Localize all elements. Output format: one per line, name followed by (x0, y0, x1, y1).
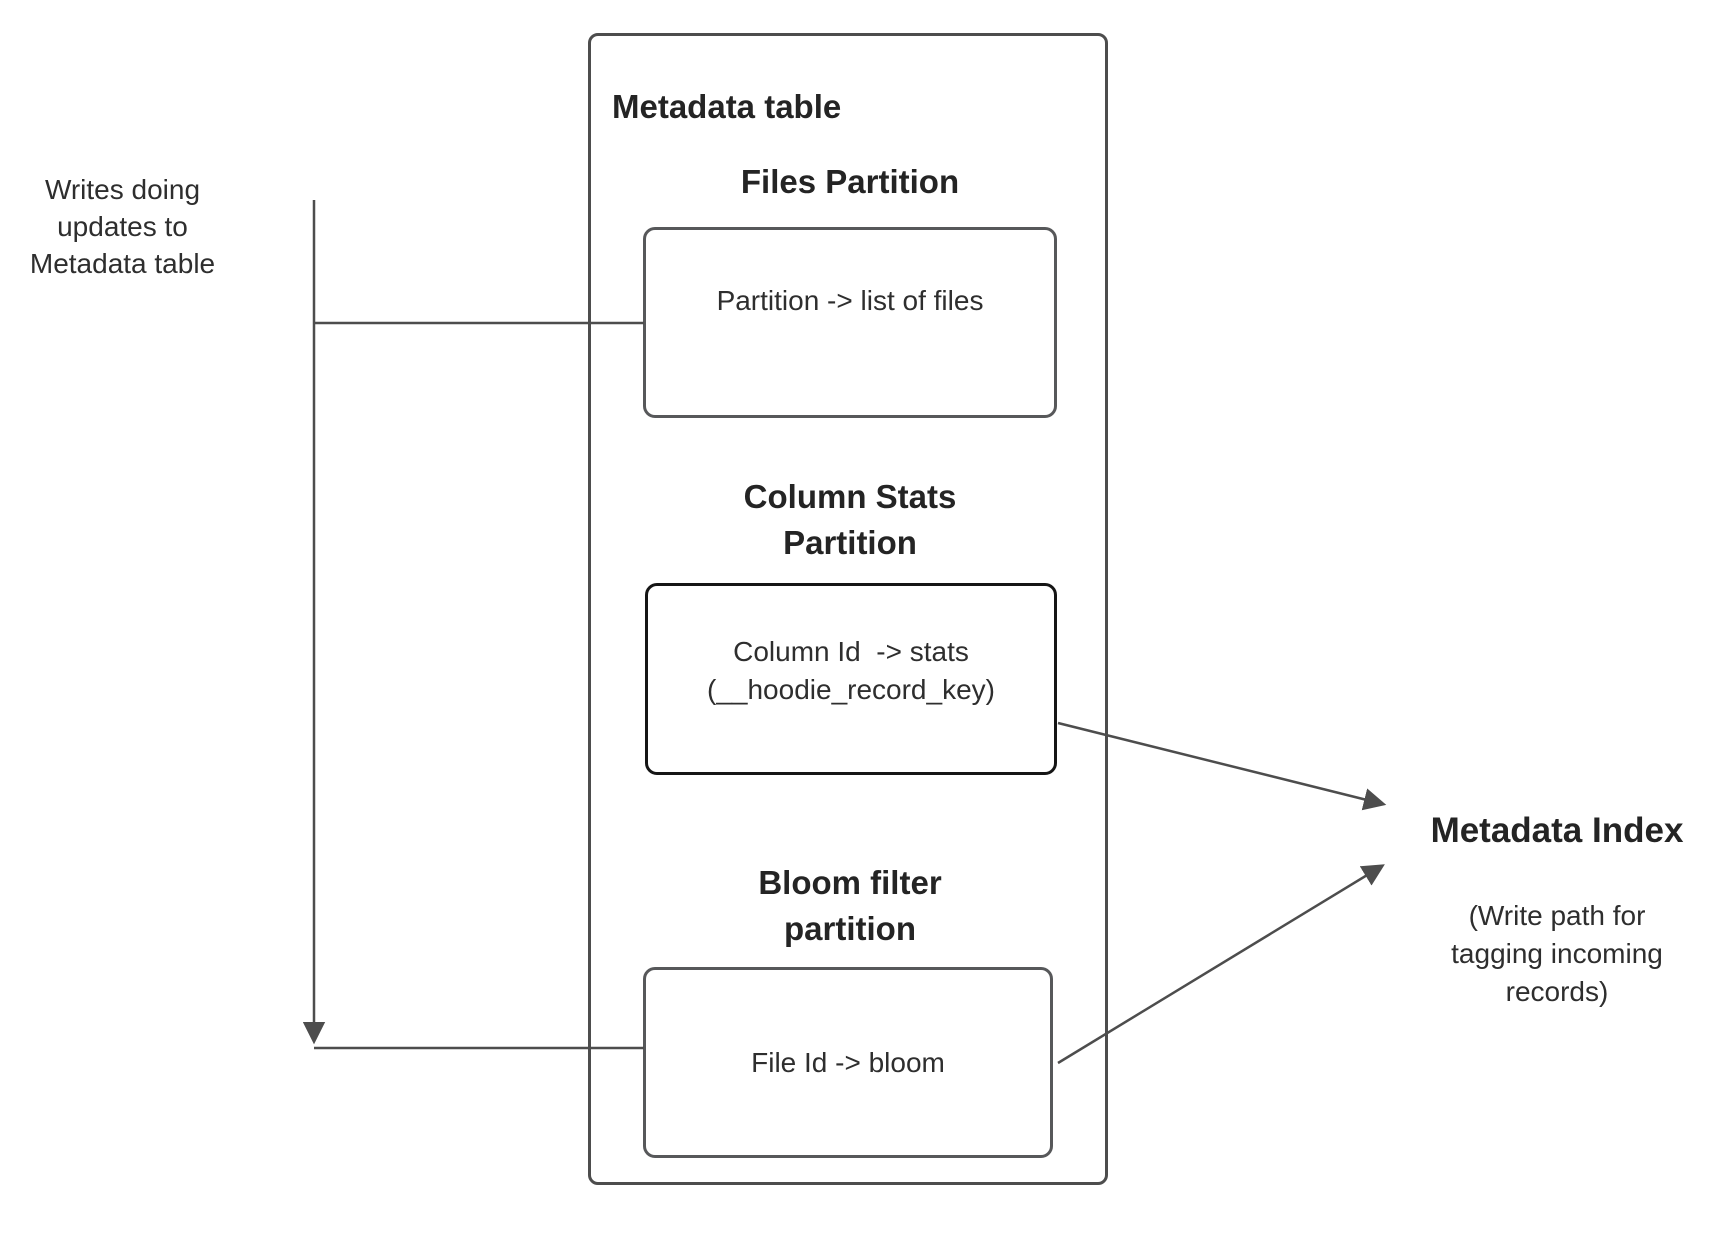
metadata-table-container (588, 33, 1108, 1185)
files-partition-box: Partition -> list of files (643, 227, 1057, 418)
bloom-filter-partition-box-text: File Id -> bloom (751, 1046, 945, 1078)
writes-note: Writes doing updates to Metadata table (29, 174, 216, 279)
bloom-filter-partition-box: File Id -> bloom (643, 967, 1053, 1158)
metadata-index-title: Metadata Index (1430, 811, 1684, 850)
metadata-table-title: Metadata table (612, 88, 842, 125)
files-partition-box-text: Partition -> list of files (716, 285, 984, 316)
column-stats-partition-heading: Column Stats Partition (743, 478, 957, 561)
column-stats-partition-box: Column Id -> stats (__hoodie_record_key) (645, 583, 1057, 775)
column-stats-partition-box-text: Column Id -> stats (__hoodie_record_key) (707, 636, 995, 705)
files-partition-heading: Files Partition (740, 163, 960, 200)
metadata-index-caption: (Write path for tagging incoming records… (1451, 900, 1663, 1007)
bloom-filter-partition-heading: Bloom filter partition (758, 864, 942, 947)
